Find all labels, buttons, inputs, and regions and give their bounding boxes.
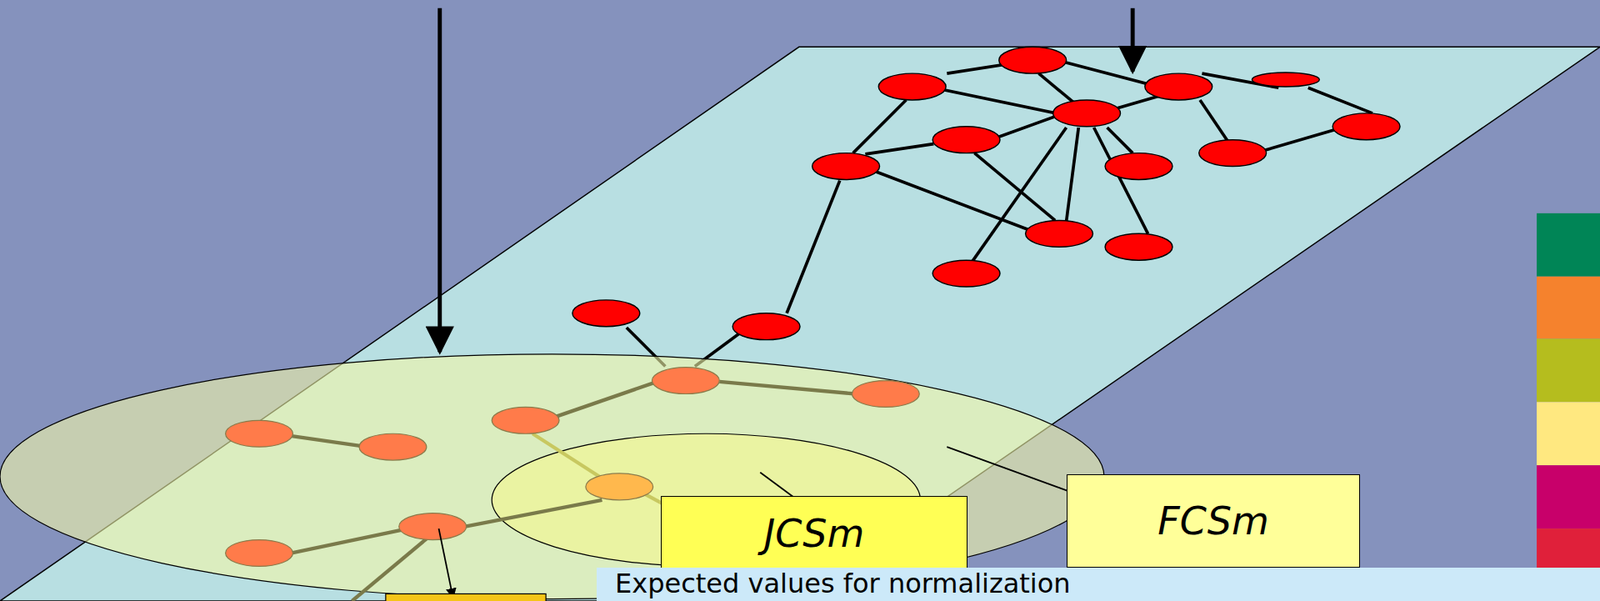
caption-banner: Expected values for normalization xyxy=(596,567,1600,601)
plane xyxy=(0,46,1600,601)
fcs-region xyxy=(0,354,1105,600)
pointer-arrows xyxy=(439,8,1134,599)
node-label: JCSm xyxy=(764,512,865,555)
fcs-box: FCSm xyxy=(1066,474,1360,568)
node-label: Expected values for normalization xyxy=(615,569,1071,599)
jcs-box: JCSm xyxy=(660,495,968,572)
network-nodes xyxy=(572,46,1400,340)
region-nodes xyxy=(225,367,920,567)
inner-links xyxy=(532,433,664,504)
network-links xyxy=(626,60,1373,366)
node-label: FCSm xyxy=(1157,500,1269,543)
partial-box xyxy=(385,593,546,601)
colour-strip xyxy=(1536,213,1600,580)
